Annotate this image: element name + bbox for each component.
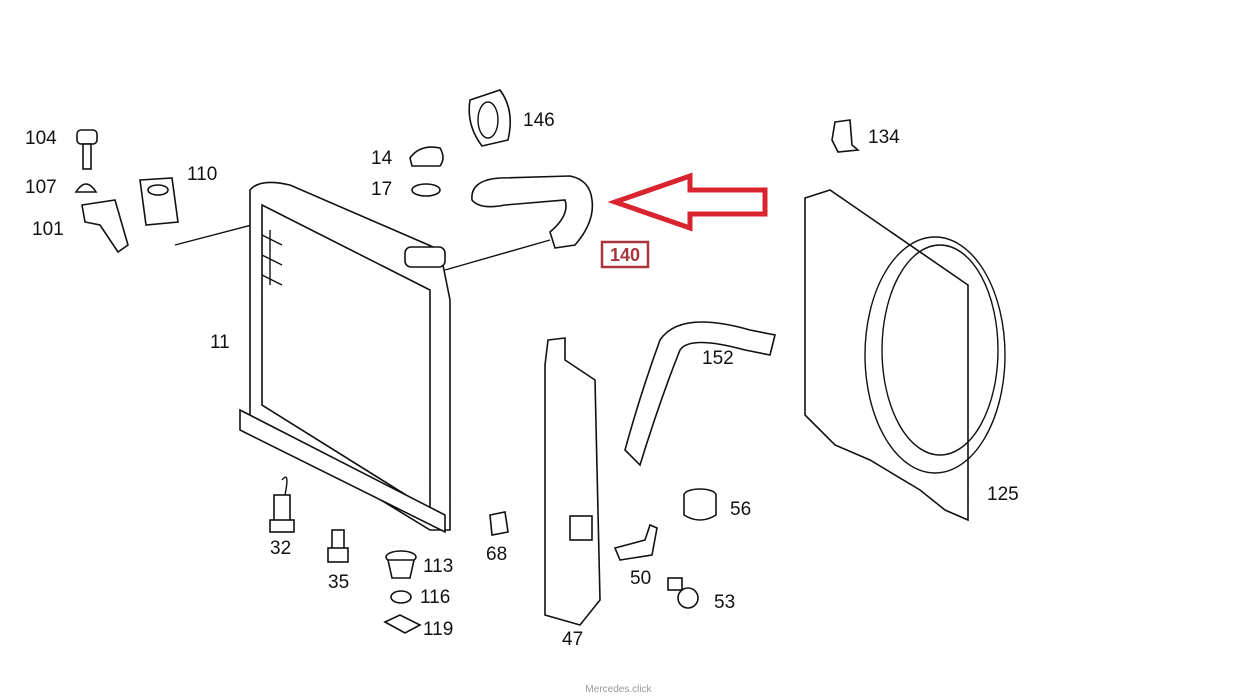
label-116: 116 <box>420 587 450 608</box>
label-68: 68 <box>486 544 507 565</box>
label-119: 119 <box>423 619 453 640</box>
label-134: 134 <box>868 127 900 148</box>
label-35: 35 <box>328 572 349 593</box>
highlight-label: 140 <box>610 245 640 265</box>
part-11-radiator <box>239 181 451 534</box>
part-152-hose <box>624 321 776 467</box>
label-110: 110 <box>187 164 217 185</box>
label-32: 32 <box>270 538 291 559</box>
part-140-hose <box>471 175 594 249</box>
label-47: 47 <box>562 629 583 650</box>
part-labels: 104 107 101 110 14 17 146 134 11 152 32 … <box>25 110 1019 650</box>
label-113: 113 <box>423 556 453 577</box>
part-125-fan-shroud <box>804 189 1006 522</box>
part-14-cap <box>409 146 444 167</box>
part-116-washer <box>390 590 412 604</box>
highlight-label-box <box>600 240 650 269</box>
part-68-bracket <box>489 511 509 536</box>
part-47-oil-cooler <box>544 337 601 626</box>
highlight-arrow <box>607 172 768 232</box>
part-35-plug <box>327 529 349 563</box>
label-17: 17 <box>371 179 392 200</box>
part-134-clip <box>831 119 860 153</box>
part-119-bracket <box>383 614 422 634</box>
label-101: 101 <box>32 219 64 240</box>
label-53: 53 <box>714 592 735 613</box>
part-56-clamp <box>683 488 717 521</box>
part-50-bracket <box>613 523 658 561</box>
part-113-grommet <box>385 550 417 579</box>
label-125: 125 <box>987 484 1019 505</box>
label-107: 107 <box>25 177 57 198</box>
label-56: 56 <box>730 499 751 520</box>
part-32-drain <box>269 476 295 533</box>
label-104: 104 <box>25 128 57 149</box>
part-53-bolt <box>667 577 699 609</box>
label-14: 14 <box>371 148 393 169</box>
part-101-bracket <box>81 199 129 254</box>
label-152: 152 <box>702 348 734 369</box>
label-50: 50 <box>630 568 651 589</box>
watermark: Mercedes.click <box>585 684 652 695</box>
part-107-clip <box>74 183 98 193</box>
label-11: 11 <box>210 332 230 353</box>
part-110-mount <box>139 177 179 226</box>
part-146-bushing <box>468 89 511 147</box>
label-146: 146 <box>523 110 555 131</box>
leader-line <box>444 239 551 271</box>
part-104-bolt <box>76 129 98 170</box>
part-17-washer <box>411 183 441 197</box>
